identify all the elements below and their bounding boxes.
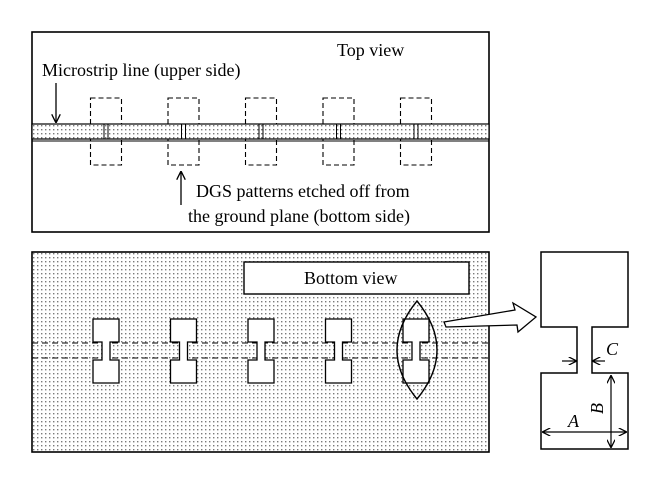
microstrip-label: Microstrip line (upper side) — [42, 60, 240, 81]
dgs-lower-head-dashed — [322, 138, 355, 166]
microstrip-line — [31, 123, 490, 140]
top-dgs-pattern-group — [89, 97, 433, 166]
bottom-dgs-pattern — [324, 318, 353, 384]
dimension-b-label: B — [587, 403, 607, 414]
zoom-arrow — [443, 301, 538, 334]
dgs-detail: A B C — [540, 251, 629, 450]
dgs-lower-head-dashed — [167, 138, 200, 166]
bottom-dgs-pattern — [247, 318, 275, 384]
dgs-lower-head-dashed — [89, 138, 123, 166]
dgs-lower-head-dashed — [244, 138, 278, 166]
bottom-view-panel: Bottom view — [31, 251, 538, 453]
dgs-upper-head-dashed — [322, 97, 355, 125]
top-dgs-pattern — [167, 97, 200, 166]
magnifier-lens — [396, 299, 438, 401]
bottom-dgs-pattern — [169, 318, 198, 384]
dgs-label-line2: the ground plane (bottom side) — [188, 206, 410, 227]
top-dgs-pattern — [322, 97, 355, 166]
top-dgs-pattern — [244, 97, 278, 166]
bottom-dgs-pattern-group — [92, 318, 430, 384]
dgs-lower-head-dashed — [399, 138, 433, 166]
top-view-panel: Top view Microstrip line (upper side) DG… — [31, 31, 490, 233]
top-dgs-pattern — [399, 97, 433, 166]
bottom-dgs-pattern — [402, 318, 430, 384]
dgs-upper-head-dashed — [399, 97, 433, 125]
dgs-upper-head-dashed — [244, 97, 278, 125]
dimension-a-label: A — [567, 411, 580, 431]
dgs-cell-outline — [540, 251, 629, 450]
dimension-c-label: C — [606, 339, 619, 359]
dgs-label-line1: DGS patterns etched off from — [196, 181, 410, 201]
top-view-title: Top view — [337, 40, 404, 60]
bottom-view-title: Bottom view — [304, 268, 398, 288]
dgs-upper-head-dashed — [167, 97, 200, 125]
bottom-dgs-pattern — [92, 318, 120, 384]
dgs-upper-head-dashed — [89, 97, 123, 125]
top-dgs-pattern — [89, 97, 123, 166]
bottom-view-title-box — [243, 261, 470, 295]
